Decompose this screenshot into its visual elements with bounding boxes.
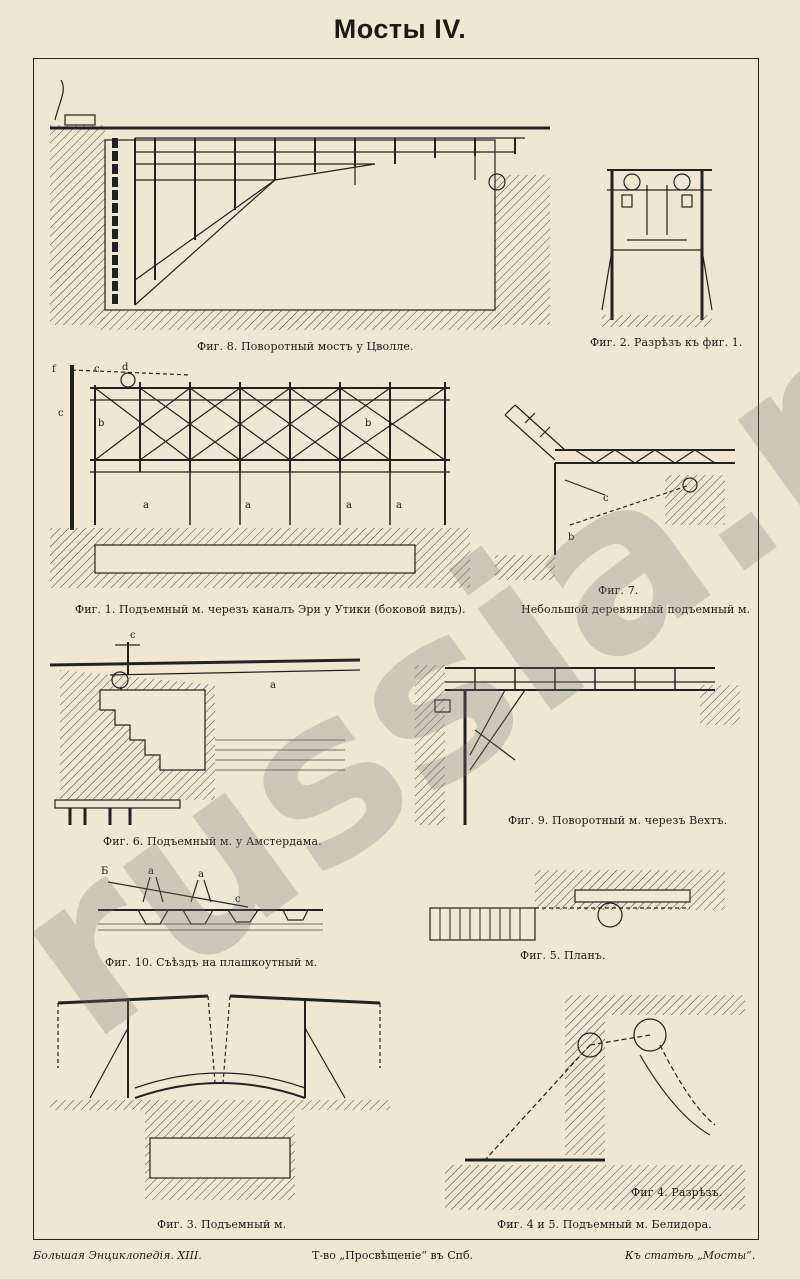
page-title: Мосты IV. bbox=[333, 14, 467, 44]
figure-45-caption: Фиг. 4 и 5. Подъемный м. Белидора. bbox=[497, 1218, 712, 1231]
label-c-fig10: c bbox=[235, 894, 241, 905]
figure-2-caption: Фиг. 2. Разрѣзъ къ фиг. 1. bbox=[590, 336, 743, 349]
footer-right: Къ статьѣ „Мосты“. bbox=[625, 1249, 756, 1262]
figure-5-drawing bbox=[429, 870, 730, 945]
label-f: f bbox=[52, 364, 57, 375]
figure-3-drawing bbox=[50, 988, 395, 1213]
figure-2-drawing bbox=[592, 150, 732, 330]
label-a-4: a bbox=[396, 500, 402, 511]
figure-7-caption: Небольшой деревянный подъемный м. bbox=[521, 603, 751, 616]
figure-10-caption: Фиг. 10. Съѣздъ на плашкоутный м. bbox=[105, 956, 318, 969]
label-b-fig7: b bbox=[568, 532, 574, 543]
figure-6-drawing: c b a e bbox=[49, 630, 365, 830]
label-a-1: a bbox=[143, 500, 149, 511]
label-a-fig6: a bbox=[270, 680, 276, 691]
footer-left: Большая Энциклопедія. XIII. bbox=[33, 1249, 202, 1262]
label-c: c bbox=[94, 364, 100, 375]
label-b-left: b bbox=[98, 418, 104, 429]
figure-4-drawing bbox=[445, 995, 745, 1210]
figure-6-caption: Фиг. 6. Подъемный м. у Амстердама. bbox=[103, 835, 322, 848]
label-a-fig10-2: a bbox=[198, 869, 204, 880]
figure-9-drawing bbox=[415, 660, 745, 830]
label-a-fig10-1: a bbox=[148, 866, 154, 877]
label-b-right: b bbox=[365, 418, 371, 429]
label-a-2: a bbox=[245, 500, 251, 511]
figure-8-caption: Фиг. 8. Поворотный мостъ у Цволле. bbox=[197, 340, 414, 353]
figure-7-drawing: c b bbox=[495, 404, 745, 580]
label-c-fig7: c bbox=[603, 493, 609, 504]
figure-4-caption: Фиг 4. Разрѣзъ. bbox=[631, 1186, 723, 1199]
figure-1-caption: Фиг. 1. Подъемный м. черезъ каналъ Эри у… bbox=[75, 603, 466, 616]
label-a-3: a bbox=[346, 500, 352, 511]
figure-9-caption: Фиг. 9. Поворотный м. черезъ Вехтъ. bbox=[508, 814, 728, 827]
label-c-fig6: c bbox=[130, 630, 136, 641]
plate-frame bbox=[33, 58, 759, 1240]
label-c-side: c bbox=[58, 408, 64, 419]
figure-10-drawing: Б a a c bbox=[98, 862, 323, 942]
figure-1-drawing: f c d c b b a a a a bbox=[50, 360, 480, 595]
figure-7-number: Фиг. 7. bbox=[598, 584, 639, 597]
figure-8-drawing bbox=[45, 79, 560, 335]
figure-3-caption: Фиг. 3. Подъемный м. bbox=[157, 1218, 287, 1231]
label-d: d bbox=[122, 362, 129, 373]
figure-5-caption: Фиг. 5. Планъ. bbox=[520, 949, 606, 962]
footer-center: Т-во „Просвѣщеніе“ въ Спб. bbox=[312, 1249, 474, 1262]
label-bb-fig10: Б bbox=[101, 866, 108, 877]
